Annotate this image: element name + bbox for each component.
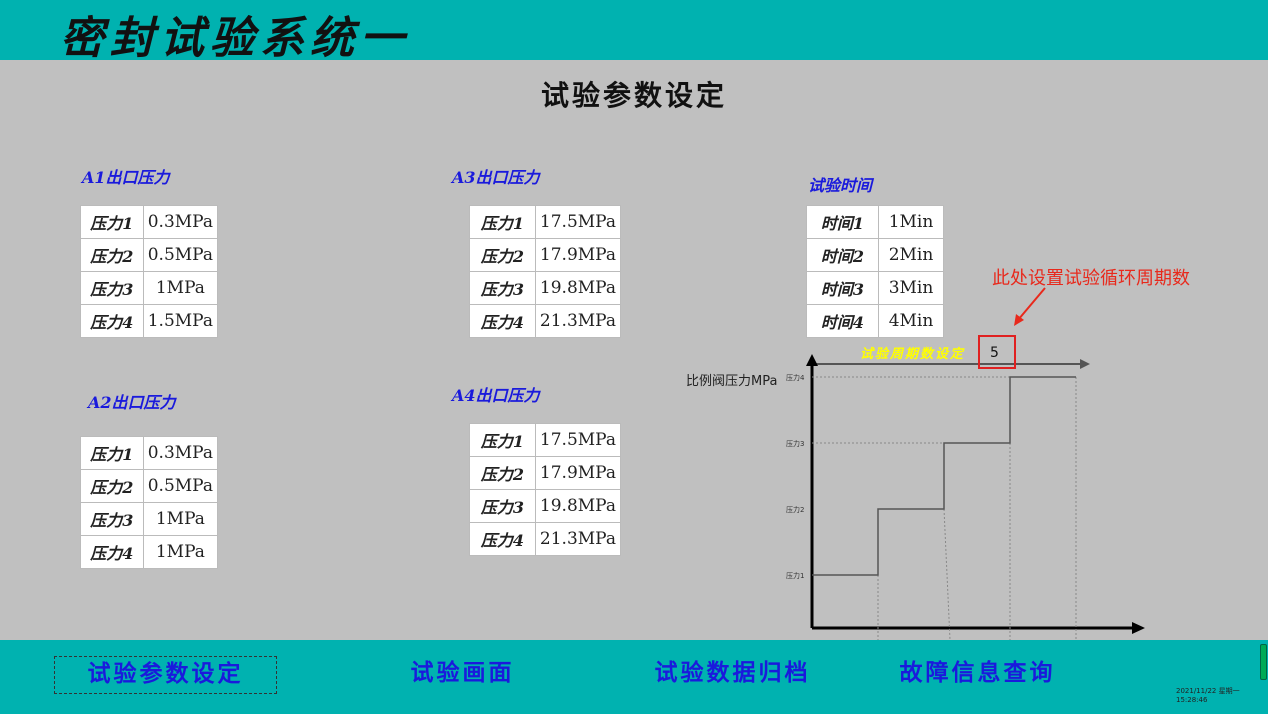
battery-indicator-icon	[1260, 644, 1267, 680]
param-name: 压力1	[469, 423, 536, 457]
param-value-input[interactable]: 19.8MPa	[534, 489, 622, 523]
param-name: 压力3	[469, 489, 536, 523]
header-bar	[0, 0, 1268, 60]
y-axis-label: 比例阀压力MPa	[686, 374, 778, 389]
param-value-input[interactable]: 1.5MPa	[142, 304, 219, 338]
param-value-input[interactable]: 1MPa	[142, 271, 219, 305]
annotation-arrow	[1017, 287, 1046, 321]
cycle-count-input[interactable]: 5	[978, 335, 1016, 369]
a2-label: A2出口压力	[88, 393, 176, 412]
param-value-input[interactable]: 4Min	[878, 304, 944, 338]
footer-bar	[0, 640, 1268, 714]
level-label: 压力4	[786, 373, 805, 382]
a4-label: A4出口压力	[452, 386, 540, 405]
param-name: 压力3	[80, 271, 144, 305]
param-value-input[interactable]: 17.5MPa	[534, 205, 622, 239]
x-axis-arrowhead	[1132, 622, 1145, 634]
param-name: 压力4	[469, 522, 536, 556]
param-name: 压力3	[80, 502, 144, 536]
param-name: 压力2	[80, 469, 144, 503]
param-value-input[interactable]: 17.5MPa	[534, 423, 622, 457]
level-label: 压力3	[786, 439, 804, 448]
pressure-step-line	[812, 376, 1076, 576]
param-name: 压力1	[80, 205, 144, 239]
param-name: 压力4	[80, 535, 144, 569]
level-label: 压力1	[786, 571, 804, 580]
param-value-input[interactable]: 0.5MPa	[142, 469, 219, 503]
param-value-input[interactable]: 1MPa	[142, 502, 219, 536]
param-name: 压力4	[469, 304, 536, 338]
param-name: 压力4	[80, 304, 144, 338]
annotation-arrowhead	[1014, 314, 1024, 326]
cycle-annotation: 此处设置试验循环周期数	[992, 268, 1190, 289]
level-label: 压力2	[786, 505, 804, 514]
param-value-input[interactable]: 0.3MPa	[142, 436, 219, 470]
timestamp: 2021/11/22 星期一 15:28:46	[1176, 687, 1240, 704]
param-value-input[interactable]: 1Min	[878, 205, 944, 239]
param-name: 时间1	[806, 205, 879, 239]
nav-fault-query[interactable]: 故障信息查询	[899, 659, 1056, 686]
param-name: 压力2	[469, 456, 536, 490]
param-value-input[interactable]: 3Min	[878, 271, 944, 305]
param-name: 压力1	[80, 436, 144, 470]
page-title: 试验参数设定	[540, 79, 727, 112]
cycle-arrowhead	[1080, 359, 1090, 369]
time-label: 试验时间	[808, 176, 873, 195]
param-value-input[interactable]: 0.3MPa	[142, 205, 219, 239]
param-value-input[interactable]: 21.3MPa	[534, 522, 622, 556]
param-value-input[interactable]: 1MPa	[142, 535, 219, 569]
param-value-input[interactable]: 2Min	[878, 238, 944, 272]
param-value-input[interactable]: 19.8MPa	[534, 271, 622, 305]
param-value-input[interactable]: 21.3MPa	[534, 304, 622, 338]
param-name: 时间2	[806, 238, 879, 272]
app-title: 密封试验系统一	[60, 13, 410, 64]
param-name: 时间3	[806, 271, 879, 305]
nav-test-screen[interactable]: 试验画面	[410, 659, 515, 686]
a3-label: A3出口压力	[452, 168, 540, 187]
y-axis-arrowhead	[806, 354, 818, 366]
a1-label: A1出口压力	[82, 168, 170, 187]
cycle-label: 试验周期数设定	[860, 347, 966, 362]
nav-data-archive[interactable]: 试验数据归档	[654, 659, 811, 686]
nav-param-settings[interactable]: 试验参数设定	[54, 656, 277, 694]
